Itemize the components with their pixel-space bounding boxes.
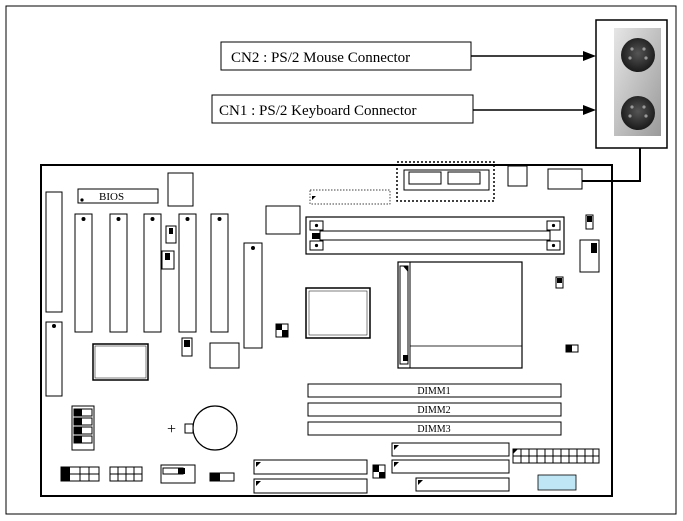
callout-mouse: CN2 : PS/2 Mouse Connector (220, 41, 596, 71)
bios-label: BIOS (99, 191, 124, 203)
board-ps2-connector (396, 161, 495, 202)
keyboard-connector-label: CN1 : PS/2 Keyboard Connector (219, 103, 416, 119)
rear-connector-2 (547, 168, 583, 190)
chip-small (209, 342, 240, 369)
bios-chip (77, 188, 159, 204)
svg-text:+: + (167, 421, 176, 438)
bottom-slots (253, 442, 510, 494)
horizontal-slot (305, 216, 565, 255)
keyboard-port-icon (621, 96, 655, 130)
rear-connector (507, 165, 528, 187)
atx-power-connector (512, 448, 600, 464)
chip-top (167, 172, 194, 207)
chip-sb (92, 343, 149, 381)
chip-clock (265, 205, 301, 235)
dashed-header (309, 189, 391, 205)
leader-line (559, 148, 641, 182)
dimm-slots: DIMM1 DIMM2 DIMM3 (307, 383, 562, 436)
dimm-slot-1 (307, 383, 562, 398)
chip-nb (305, 287, 371, 339)
dimm-slot-2 (307, 402, 562, 417)
slot-left-lower (45, 321, 63, 397)
mouse-connector-label: CN2 : PS/2 Mouse Connector (231, 50, 410, 66)
motherboard-outline (40, 164, 613, 497)
ps2-photo (595, 19, 668, 149)
isa-slot-left (45, 191, 63, 313)
arrow-keyboard-icon (583, 105, 596, 115)
dimm2-label: DIMM2 (417, 405, 450, 416)
dip-switches (71, 405, 95, 451)
jumper-a (165, 225, 177, 244)
arrow-mouse-icon (583, 51, 596, 61)
dimm-slot-3 (307, 421, 562, 436)
bottom-connectors-left (60, 464, 235, 484)
cpu-socket (397, 261, 523, 369)
dimm3-label: DIMM3 (417, 424, 450, 435)
battery: + (167, 405, 238, 451)
callout-keyboard: CN1 : PS/2 Keyboard Connector (211, 94, 596, 124)
outer-frame (5, 5, 677, 515)
cyan-connector (537, 474, 577, 491)
dimm1-label: DIMM1 (417, 386, 450, 397)
vertical-slots (74, 213, 263, 349)
mouse-port-icon (621, 38, 655, 72)
